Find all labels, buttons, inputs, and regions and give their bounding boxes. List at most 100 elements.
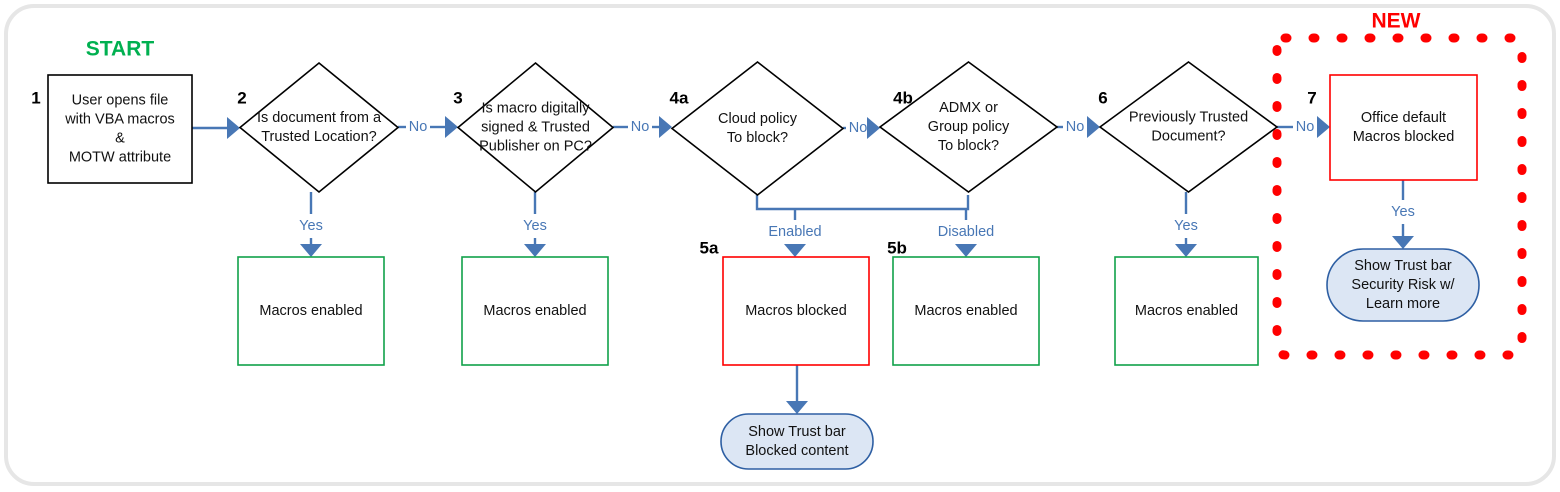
node-text-line: To block? bbox=[938, 138, 999, 154]
arrowhead bbox=[955, 244, 977, 257]
decision-diamond bbox=[456, 61, 615, 194]
node-text-line: ADMX or bbox=[939, 100, 998, 116]
new-feature-highlight bbox=[1272, 33, 1527, 360]
edge-label: Enabled bbox=[768, 224, 821, 240]
node-text-line: Group policy bbox=[928, 119, 1010, 135]
node-n3[interactable]: Is macro digitally signed & TrustedPublis… bbox=[453, 61, 615, 194]
node-text-line: Office default bbox=[1361, 110, 1446, 126]
node-text-line: Publisher on PC? bbox=[479, 138, 592, 154]
arrowhead bbox=[1175, 244, 1197, 257]
node-text-line: Show Trust bar bbox=[748, 424, 846, 440]
edge-e3: No bbox=[613, 116, 672, 138]
edge-label: No bbox=[849, 120, 868, 136]
node-r2[interactable]: Macros enabled bbox=[237, 256, 385, 366]
process-box bbox=[47, 74, 193, 184]
edge-e13: Yes bbox=[1391, 180, 1415, 249]
new-badge-label: NEW bbox=[1372, 10, 1421, 33]
node-text-line: Show Trust bar bbox=[1354, 258, 1452, 274]
edge-label: No bbox=[631, 119, 650, 135]
edge-label: Disabled bbox=[938, 224, 994, 240]
process-box bbox=[237, 256, 385, 366]
trust-bar-pill bbox=[1326, 248, 1480, 322]
step-number: 2 bbox=[237, 88, 246, 107]
node-n4b[interactable]: ADMX or Group policy To block? 4b bbox=[878, 61, 1059, 193]
process-box bbox=[1114, 256, 1259, 366]
node-text-line: Is document from a bbox=[257, 110, 382, 126]
node-text-line: Document? bbox=[1151, 128, 1225, 144]
edge-e5: No bbox=[1057, 116, 1100, 138]
decision-diamond bbox=[1098, 61, 1279, 193]
node-text-line: Macros enabled bbox=[259, 303, 362, 319]
arrowhead bbox=[867, 117, 880, 139]
arrowhead bbox=[1317, 116, 1330, 138]
arrowhead bbox=[1087, 116, 1100, 138]
edge-label: No bbox=[409, 119, 428, 135]
node-r6[interactable]: Macros enabled bbox=[1114, 256, 1259, 366]
step-number: 5a bbox=[700, 238, 719, 257]
arrowhead bbox=[300, 244, 322, 257]
node-text-line: Blocked content bbox=[745, 443, 848, 459]
node-text-line: signed & Trusted bbox=[481, 119, 590, 135]
edge-e9: Yes bbox=[1174, 192, 1198, 257]
node-text-line: Is macro digitally bbox=[482, 100, 591, 116]
node-r5b[interactable]: Macros enabled 5b bbox=[887, 238, 1040, 366]
node-text-line: MOTW attribute bbox=[69, 149, 171, 165]
arrowhead bbox=[227, 117, 240, 139]
policy-branch-bus bbox=[755, 195, 970, 211]
start-label: START bbox=[86, 38, 155, 61]
node-n2[interactable]: Is document from a Trusted Location? 2 bbox=[237, 61, 400, 194]
edge-e2: No bbox=[398, 116, 458, 138]
step-number: 5b bbox=[887, 238, 907, 257]
decision-diamond bbox=[238, 61, 400, 194]
edge-e10: Enabled bbox=[768, 209, 822, 257]
node-text-line: Macros enabled bbox=[483, 303, 586, 319]
arrowhead bbox=[445, 116, 458, 138]
edge-label: Yes bbox=[523, 218, 547, 234]
node-text-line: Security Risk w/ bbox=[1351, 277, 1455, 293]
outer-frame bbox=[4, 4, 1556, 486]
edge-e11: Disabled bbox=[938, 209, 994, 257]
arrowhead bbox=[659, 116, 672, 138]
node-text-line: Trusted Location? bbox=[261, 129, 377, 145]
node-text-line: User opens file bbox=[72, 92, 169, 108]
node-text-line: Previously Trusted bbox=[1129, 109, 1248, 125]
edge-e12 bbox=[786, 365, 808, 414]
node-r3[interactable]: Macros enabled bbox=[461, 256, 609, 366]
step-number: 4b bbox=[893, 88, 913, 107]
node-text-line: Learn more bbox=[1366, 296, 1440, 312]
edge-e1 bbox=[192, 117, 240, 139]
step-number: 6 bbox=[1098, 88, 1107, 107]
node-text-line: To block? bbox=[727, 130, 788, 146]
edge-label: Yes bbox=[1391, 204, 1415, 220]
step-number: 4a bbox=[670, 88, 689, 107]
new-dashed-frame bbox=[1272, 33, 1527, 360]
edge-label: Yes bbox=[1174, 218, 1198, 234]
arrowhead bbox=[524, 244, 546, 257]
edge-label: No bbox=[1296, 119, 1315, 135]
node-text-line: Macros enabled bbox=[914, 303, 1017, 319]
node-text-line: Macros blocked bbox=[745, 303, 847, 319]
arrowhead bbox=[1392, 236, 1414, 249]
decision-diamond bbox=[878, 61, 1059, 193]
node-text-line: with VBA macros bbox=[64, 111, 175, 127]
step-number: 3 bbox=[453, 88, 462, 107]
node-r5a[interactable]: Macros blocked 5a bbox=[700, 238, 870, 366]
process-box bbox=[461, 256, 609, 366]
arrowhead bbox=[786, 401, 808, 414]
decision-diamond bbox=[670, 60, 845, 197]
step-number: 7 bbox=[1307, 88, 1316, 107]
edge-e7: Yes bbox=[299, 192, 323, 257]
edge-e8: Yes bbox=[523, 192, 547, 257]
process-box bbox=[722, 256, 870, 366]
node-text-line: Macros enabled bbox=[1135, 303, 1238, 319]
